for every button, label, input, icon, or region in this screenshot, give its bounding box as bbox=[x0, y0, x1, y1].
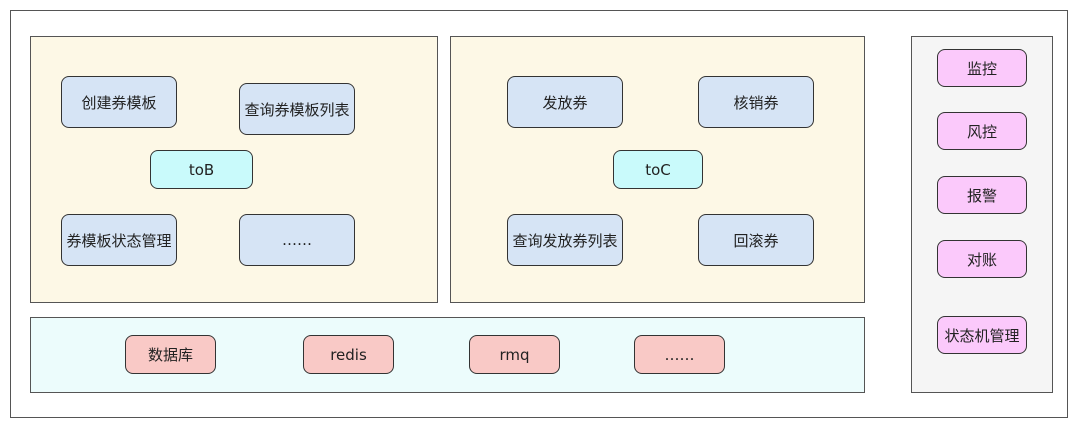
template-state-management-node: 券模板状态管理 bbox=[61, 214, 177, 266]
risk-control-node: 风控 bbox=[937, 112, 1027, 150]
toc-node: toC bbox=[613, 150, 703, 189]
monitor-node: 监控 bbox=[937, 49, 1027, 87]
rmq-node: rmq bbox=[469, 335, 560, 374]
state-machine-node: 状态机管理 bbox=[937, 316, 1027, 354]
reconciliation-node: 对账 bbox=[937, 240, 1027, 278]
rollback-coupon-node: 回滚券 bbox=[698, 214, 814, 266]
redis-node: redis bbox=[303, 335, 394, 374]
tob-more-node: …… bbox=[239, 214, 355, 266]
tob-node: toB bbox=[150, 150, 253, 189]
infra-more-node: …… bbox=[634, 335, 725, 374]
query-issued-list-node: 查询发放券列表 bbox=[507, 214, 623, 266]
create-template-node: 创建券模板 bbox=[61, 76, 177, 128]
issue-coupon-node: 发放券 bbox=[507, 76, 623, 128]
database-node: 数据库 bbox=[125, 335, 216, 374]
query-template-list-node: 查询券模板列表 bbox=[239, 83, 355, 135]
alarm-node: 报警 bbox=[937, 176, 1027, 214]
redeem-coupon-node: 核销券 bbox=[698, 76, 814, 128]
